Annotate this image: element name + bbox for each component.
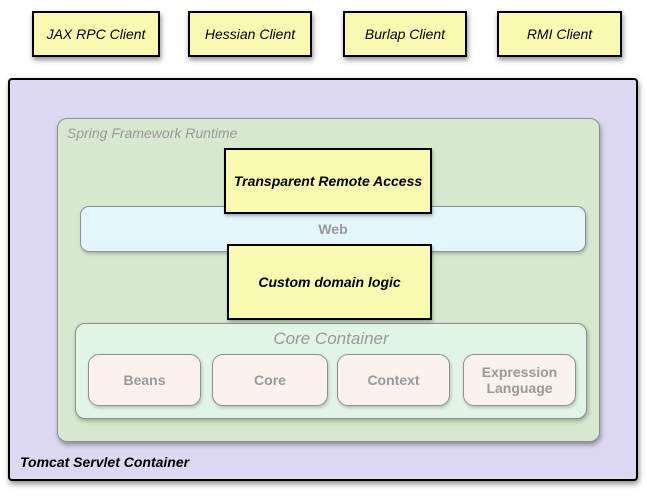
custom-domain-logic-label: Custom domain logic [258,274,401,290]
module-context-label: Context [367,371,420,388]
spring-framework-runtime: Spring Framework Runtime Transparent Rem… [57,118,600,442]
core-container-label: Core Container [273,329,389,348]
client-box-hessian: Hessian Client [188,11,312,57]
module-beans-label: Beans [123,371,166,388]
client-box-hessian-label: Hessian Client [204,26,296,42]
client-box-rmi-label: RMI Client [526,26,593,42]
client-box-jax-rpc: JAX RPC Client [32,11,160,57]
core-container: Core Container Beans Core Context Expres… [75,323,587,419]
custom-domain-logic-box: Custom domain logic [227,244,432,320]
module-core-label: Core [254,371,286,388]
module-box-expression-language: Expression Language [463,354,576,406]
tomcat-servlet-container-label: Tomcat Servlet Container [20,454,190,470]
module-box-beans: Beans [88,354,201,406]
module-expression-language-label: Expression Language [481,363,558,396]
tomcat-servlet-container: Spring Framework Runtime Transparent Rem… [8,78,638,481]
web-layer-label: Web [318,221,348,237]
spring-framework-runtime-label: Spring Framework Runtime [67,125,238,141]
client-box-burlap-label: Burlap Client [364,26,446,42]
client-box-burlap: Burlap Client [343,11,467,57]
module-box-core: Core [212,354,328,406]
client-box-rmi: RMI Client [497,11,622,57]
client-box-jax-rpc-label: JAX RPC Client [46,26,146,42]
module-box-context: Context [337,354,450,406]
transparent-remote-access-label: Transparent Remote Access [233,173,423,189]
transparent-remote-access-box: Transparent Remote Access [224,148,432,214]
